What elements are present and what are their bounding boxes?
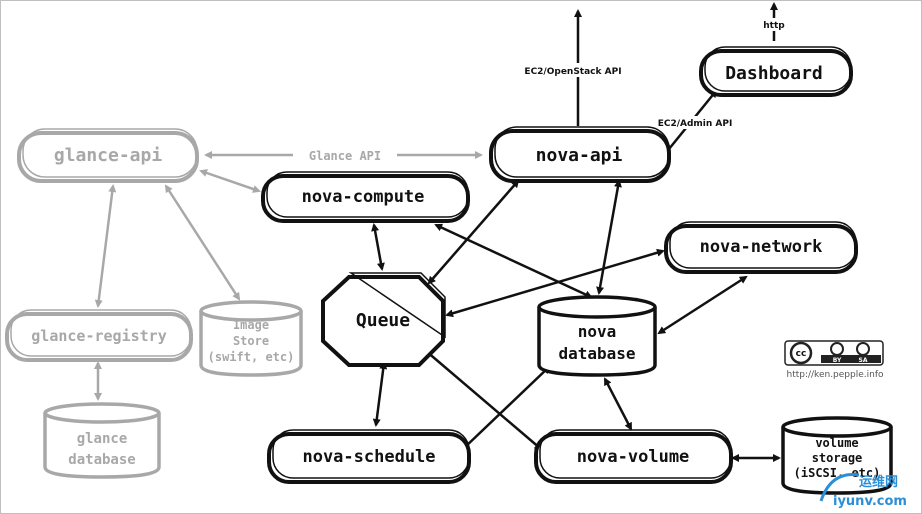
sa-badge-text: SA — [859, 357, 868, 364]
image-store-label-2: Store — [233, 334, 269, 348]
label-glance-api-edge: Glance API — [309, 149, 381, 163]
image-store-label-1: Image — [233, 318, 269, 332]
node-nova-schedule: nova-schedule — [267, 429, 471, 484]
volume-storage-label-3: (iSCSI, etc) — [794, 466, 881, 480]
edge-schedule-database — [461, 365, 551, 451]
node-nova-network: nova-network — [664, 221, 858, 274]
nova-api-label: nova-api — [536, 145, 623, 166]
nova-volume-label: nova-volume — [577, 447, 690, 467]
glance-database-label-2: database — [68, 452, 135, 468]
cc-license-badge: cc BY SA — [784, 340, 884, 366]
watermark-site: iyunv.com — [833, 494, 907, 509]
node-nova-compute: nova-compute — [261, 171, 470, 223]
node-image-store: Image Store (swift, etc) — [199, 300, 303, 377]
nova-schedule-label: nova-schedule — [302, 447, 435, 467]
edge-glance-api-image-store — [164, 184, 241, 301]
volume-storage-label-2: storage — [812, 451, 863, 465]
edge-compute-database — [434, 223, 593, 299]
edge-database-volume — [603, 377, 633, 431]
node-glance-database: glance database — [43, 402, 161, 479]
edge-queue-schedule — [372, 361, 388, 427]
node-queue: Queue — [321, 272, 446, 367]
glance-api-label: glance-api — [54, 145, 163, 166]
label-ec2-admin-api: EC2/Admin API — [658, 119, 733, 129]
label-http: http — [763, 21, 785, 31]
glance-database-label-1: glance — [77, 431, 128, 447]
edge-glance-api-glance-registry — [94, 184, 117, 308]
nova-database-label-2: database — [558, 344, 635, 363]
edge-network-database — [657, 275, 748, 335]
node-nova-api: nova-api — [489, 126, 671, 183]
cc-badge-text: cc — [796, 349, 807, 359]
edge-nova-api-database — [596, 179, 622, 295]
glance-registry-label: glance-registry — [31, 327, 166, 345]
node-dashboard: Dashboard — [699, 46, 853, 97]
edge-network-queue — [445, 248, 665, 318]
label-ec2-openstack-api: EC2/OpenStack API — [524, 67, 621, 77]
node-nova-database: nova database — [537, 295, 657, 377]
by-badge-text: BY — [833, 357, 842, 364]
edge-glance-api-nova-compute — [199, 169, 261, 193]
watermark: 运维网 iyunv.com — [819, 473, 907, 509]
node-glance-api: glance-api — [17, 128, 199, 183]
node-glance-registry: glance-registry — [5, 309, 193, 362]
dashboard-label: Dashboard — [725, 63, 823, 84]
volume-storage-label-1: volume — [815, 436, 858, 450]
node-volume-storage: volume storage (iSCSI, etc) — [781, 416, 893, 495]
watermark-cn: 运维网 — [859, 474, 898, 490]
image-store-label-3: (swift, etc) — [208, 350, 295, 364]
node-nova-volume: nova-volume — [534, 429, 733, 484]
nova-database-label-1: nova — [578, 322, 617, 341]
nova-compute-label: nova-compute — [302, 187, 425, 207]
nova-network-label: nova-network — [700, 237, 823, 257]
license-url: http://ken.pepple.info — [786, 370, 884, 380]
edge-compute-queue — [371, 223, 385, 271]
queue-label: Queue — [356, 310, 410, 331]
